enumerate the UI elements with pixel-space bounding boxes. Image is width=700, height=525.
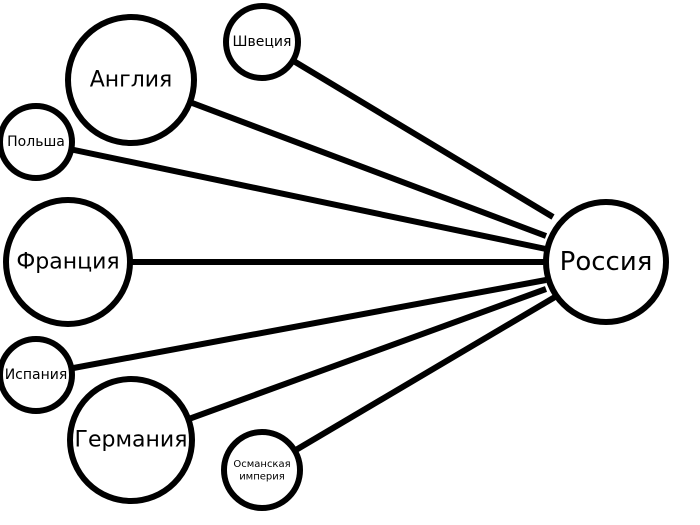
node-label-spain: Испания (5, 367, 68, 383)
node-circle-england (65, 14, 197, 146)
node-circle-spain (0, 336, 75, 414)
edge-england-russia (129, 77, 548, 239)
node-label-england: Англия (90, 68, 173, 93)
node-circle-poland (0, 103, 75, 181)
node-label-poland: Польша (7, 134, 65, 150)
edge-ottoman-russia (260, 294, 557, 473)
node-label-sweden: Швеция (233, 34, 292, 50)
node-circle-germany (67, 376, 195, 504)
node-poland: Польша (0, 103, 75, 181)
node-label-line: империя (239, 471, 285, 482)
edge-germany-russia (129, 286, 548, 443)
node-england: Англия (65, 14, 197, 146)
node-circle-ottoman (221, 429, 303, 511)
node-russia: Россия (543, 199, 669, 325)
node-germany: Германия (67, 376, 195, 504)
nodes-layer: ШвецияАнглияПольшаФранцияИспанияГермания… (0, 3, 669, 511)
node-spain: Испания (0, 336, 75, 414)
edge-sweden-russia (260, 39, 555, 220)
node-label-germany: Германия (75, 428, 188, 453)
edges-layer (35, 39, 557, 473)
node-circle-sweden (223, 3, 301, 81)
node-ottoman: Османская империя (221, 429, 303, 511)
node-label-ottoman: Османская империя (233, 458, 290, 482)
node-sweden: Швеция (223, 3, 301, 81)
edge-poland-russia (35, 139, 547, 252)
node-label-russia: Россия (560, 247, 653, 277)
node-label-line: Османская (233, 458, 290, 469)
node-label-france: Франция (16, 250, 119, 275)
node-france: Франция (3, 197, 133, 327)
node-circle-russia (543, 199, 669, 325)
edge-spain-russia (35, 277, 547, 378)
node-circle-france (3, 197, 133, 327)
